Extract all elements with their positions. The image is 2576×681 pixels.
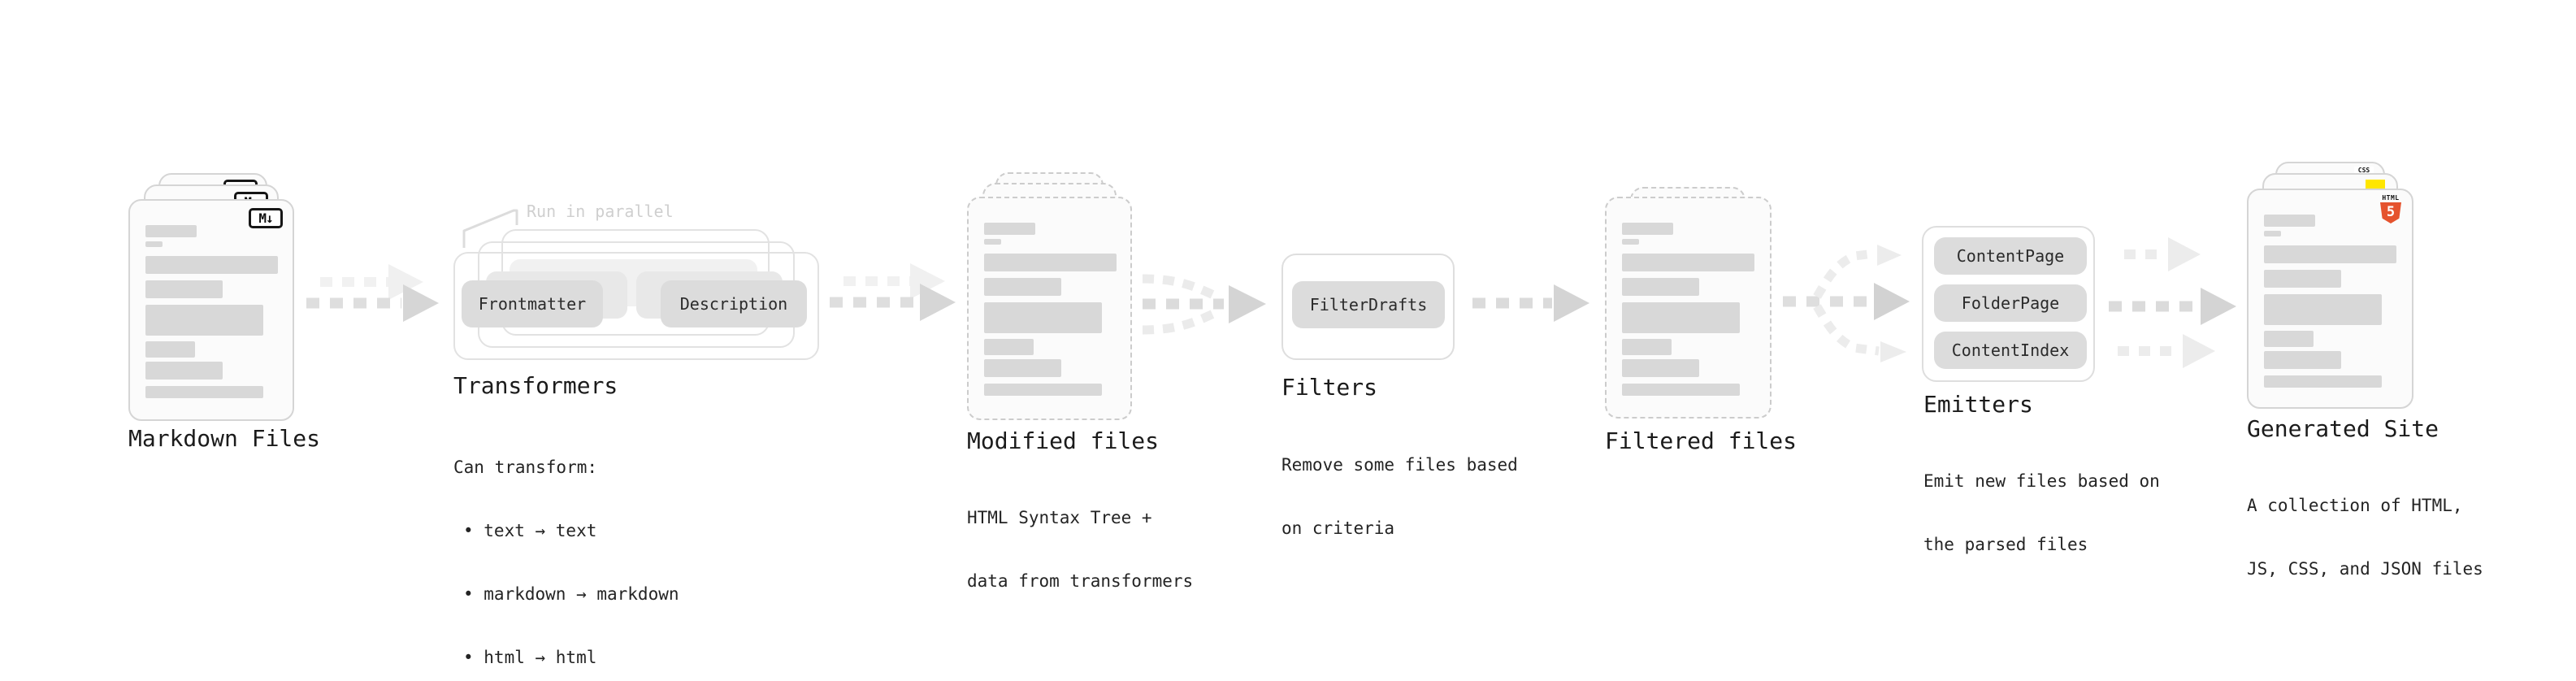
note-line: • text → text <box>463 521 597 540</box>
emitters-box <box>1922 226 2095 382</box>
note-line: data from transformers <box>967 571 1194 591</box>
file-card-front: M↓ <box>128 199 294 421</box>
generated-site-notes: A collection of HTML, JS, CSS, and JSON … <box>2247 453 2483 622</box>
note-line: A collection of HTML, <box>2247 496 2463 515</box>
filter-drafts-pill: FilterDrafts <box>1292 281 1445 328</box>
arrow-emitters-to-generated <box>2109 237 2236 368</box>
emitters-notes: Emit new files based on the parsed files <box>1923 428 2160 597</box>
markdown-icon: M↓ <box>249 208 283 228</box>
arrow-modified-to-filters <box>1142 274 1266 335</box>
folder-page-pill: FolderPage <box>1934 284 2087 322</box>
note-line: the parsed files <box>1923 535 2088 554</box>
run-in-parallel-callout-line <box>462 209 518 248</box>
transformer-box-front <box>453 252 819 360</box>
modified-files-notes: HTML Syntax Tree + data from transformer… <box>967 465 1193 634</box>
arrow-transformers-to-modified <box>830 263 956 321</box>
stage-label-emitters: Emitters <box>1923 391 2033 418</box>
skeleton-text-lines <box>984 223 1117 396</box>
file-card-front-html: HTML 5 <box>2247 189 2413 409</box>
stage-label-markdown-files: Markdown Files <box>128 425 321 452</box>
note-line: HTML Syntax Tree + <box>967 508 1152 527</box>
content-index-pill: ContentIndex <box>1934 332 2087 369</box>
note-line: on criteria <box>1281 518 1395 538</box>
frontmatter-transformer-pill: Frontmatter <box>462 280 603 327</box>
skeleton-text-lines <box>2264 215 2396 388</box>
skeleton-text-lines <box>145 225 278 398</box>
note-line: Emit new files based on <box>1923 471 2160 491</box>
arrow-filtered-to-emitters <box>1783 245 1910 362</box>
arrow-filters-to-filtered <box>1472 284 1589 322</box>
note-line: • html → html <box>463 648 597 667</box>
description-transformer-pill: Description <box>661 280 807 327</box>
run-in-parallel-annotation: Run in parallel <box>527 202 674 221</box>
content-page-pill: ContentPage <box>1934 237 2087 275</box>
html5-icon: HTML 5 <box>2378 194 2404 223</box>
note-line: JS, CSS, and JSON files <box>2247 559 2483 579</box>
filters-box <box>1281 254 1455 360</box>
filters-notes: Remove some files based on criteria <box>1281 412 1518 581</box>
stage-label-modified-files: Modified files <box>967 427 1160 454</box>
stage-label-filters: Filters <box>1281 374 1378 401</box>
stage-label-filtered-files: Filtered files <box>1605 427 1798 454</box>
stage-label-generated-site: Generated Site <box>2247 415 2439 442</box>
stage-label-transformers: Transformers <box>453 372 618 399</box>
arrow-markdown-to-transformers <box>306 264 439 322</box>
javascript-icon <box>2366 180 2385 189</box>
file-card-front <box>1605 197 1772 419</box>
note-line: Remove some files based <box>1281 455 1518 475</box>
transformers-notes: Can transform: • text → text • markdown … <box>453 414 679 681</box>
note-line: • markdown → markdown <box>463 584 679 604</box>
note-line: Can transform: <box>453 458 598 477</box>
skeleton-text-lines <box>1622 223 1754 396</box>
file-card-front <box>967 197 1132 420</box>
